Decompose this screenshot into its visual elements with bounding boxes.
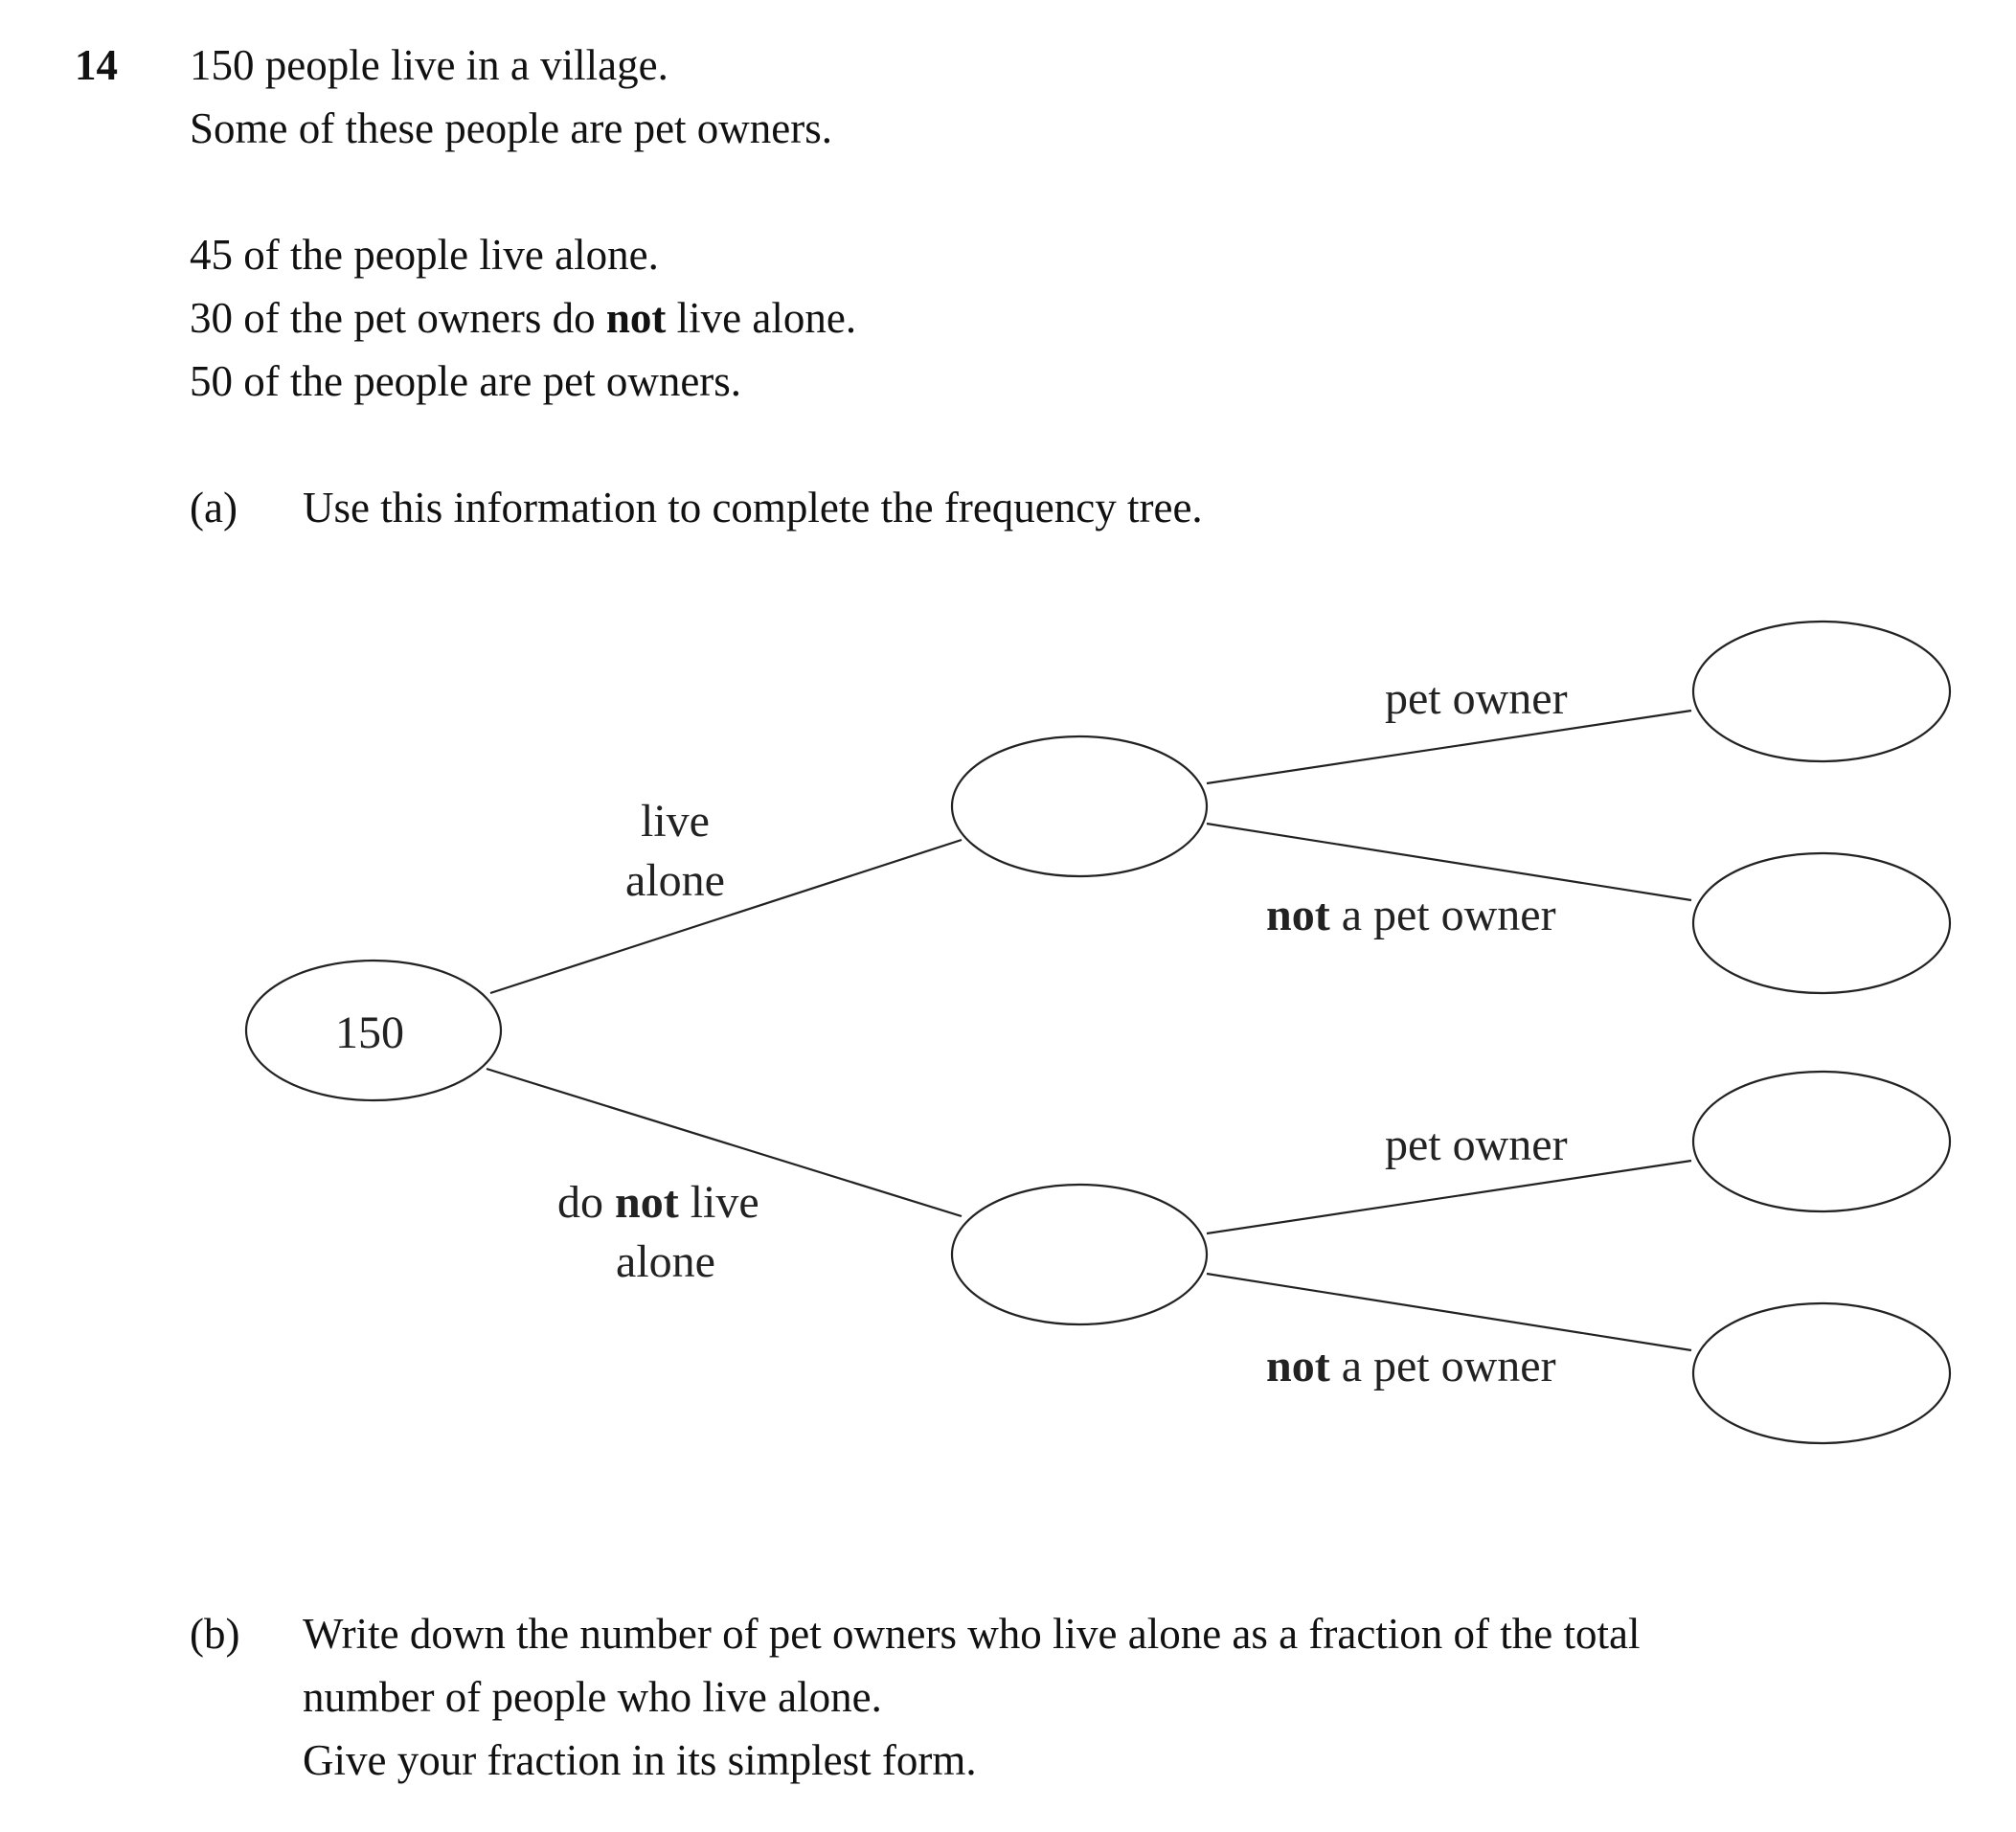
- oval-notalone-notpet: [1691, 1301, 1952, 1445]
- branch-live-alone: [489, 838, 963, 995]
- part-b-line-3: Give your fraction in its simplest form.: [303, 1736, 977, 1784]
- oval-live-alone: [950, 735, 1209, 878]
- root-value: 150: [335, 1007, 404, 1058]
- oval-alone-notpet: [1691, 851, 1952, 995]
- label-alone: alone: [625, 855, 725, 906]
- branch-notalone-notpet: [1206, 1272, 1692, 1352]
- label-pet-owner-2: pet owner: [1385, 1120, 1568, 1170]
- label-not-pet-owner-1: not a pet owner: [1266, 890, 1556, 940]
- branch-alone-notpet: [1206, 822, 1692, 902]
- label-pet-owner-1: pet owner: [1385, 673, 1568, 724]
- fact-1: 45 of the people live alone.: [190, 231, 659, 279]
- label-do-not-live: do not live: [557, 1177, 759, 1228]
- label-not-pet-owner-2: not a pet owner: [1266, 1341, 1556, 1391]
- part-a-label: (a): [190, 484, 238, 532]
- oval-not-alone: [950, 1183, 1209, 1326]
- part-b-line-2: number of people who live alone.: [303, 1673, 882, 1721]
- intro-line-2: Some of these people are pet owners.: [190, 104, 833, 152]
- oval-alone-pet: [1691, 620, 1952, 763]
- label-live: live: [641, 796, 710, 847]
- part-b-label: (b): [190, 1610, 240, 1658]
- branch-not-alone: [486, 1067, 963, 1218]
- label-not-alone-line2: alone: [616, 1236, 715, 1287]
- oval-notalone-pet: [1691, 1070, 1952, 1213]
- fact-3: 50 of the people are pet owners.: [190, 357, 742, 405]
- part-b-line-1: Write down the number of pet owners who …: [303, 1610, 1641, 1658]
- root-oval: [244, 959, 503, 1102]
- branch-alone-pet: [1206, 709, 1692, 785]
- fact-2: 30 of the pet owners do not live alone.: [190, 294, 857, 342]
- intro-line-1: 150 people live in a village.: [190, 41, 668, 89]
- branch-notalone-pet: [1206, 1159, 1692, 1235]
- question-number: 14: [75, 41, 118, 89]
- part-a-text: Use this information to complete the fre…: [303, 484, 1203, 532]
